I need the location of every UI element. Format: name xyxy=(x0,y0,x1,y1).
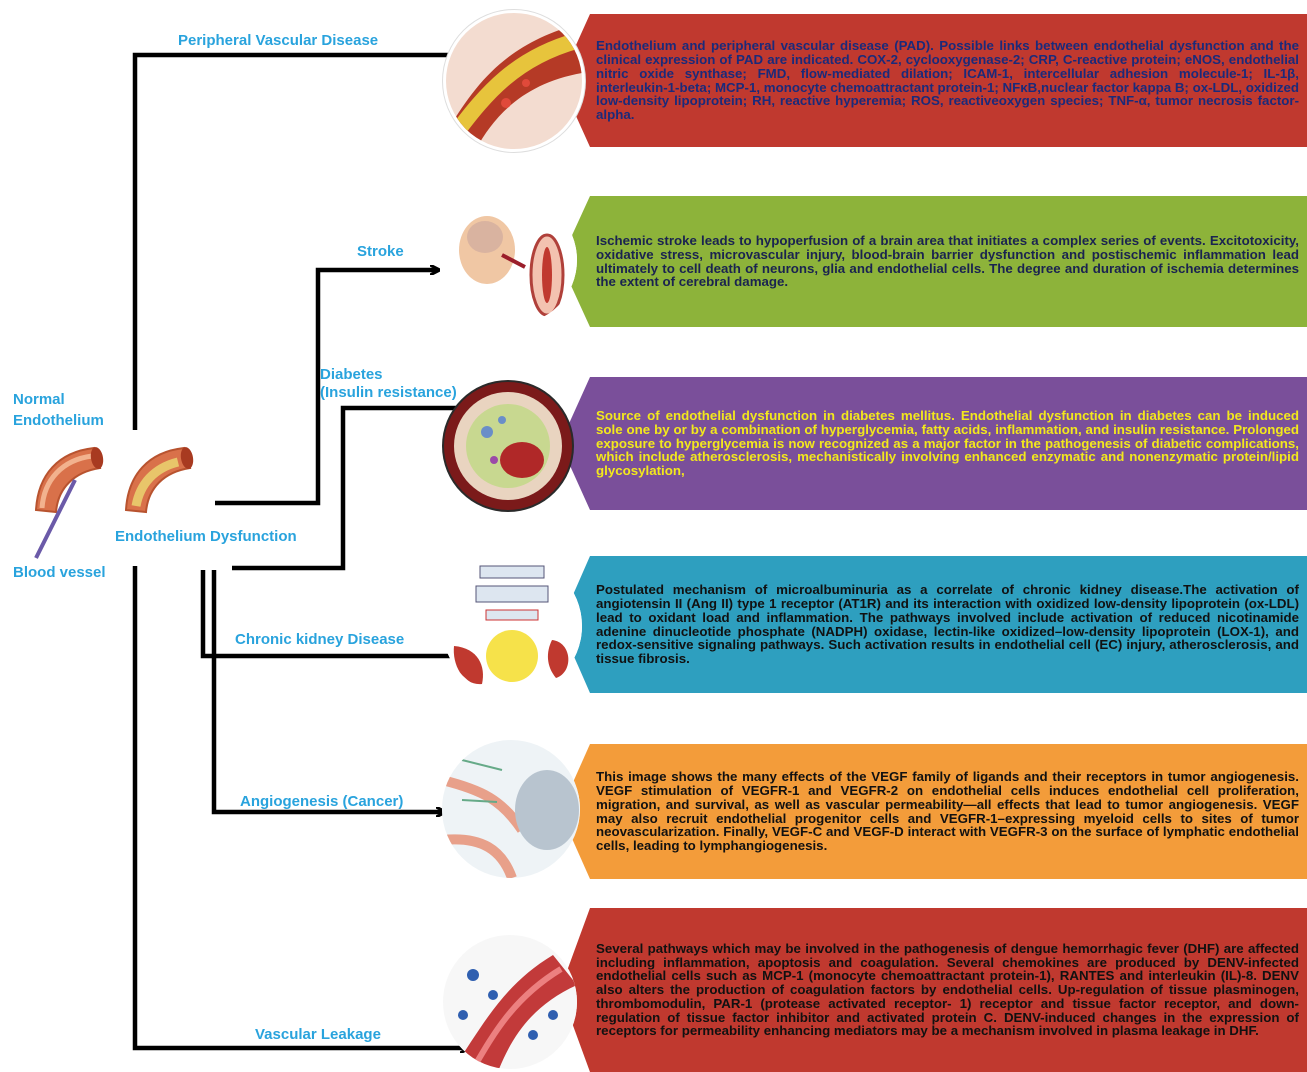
ckd-kidney-thumbnail xyxy=(442,556,582,696)
vascular-leakage-thumbnail xyxy=(443,935,577,1069)
branch-label-leak: Vascular Leakage xyxy=(255,1026,381,1043)
endothelium-dysfunction-label: Endothelium Dysfunction xyxy=(115,528,297,545)
branch-label-pad: Peripheral Vascular Disease xyxy=(178,32,379,49)
branch-label-ckd: Chronic kidney Disease xyxy=(235,631,405,648)
dysfunction-vessel-illustration xyxy=(124,446,194,514)
blood-vessel-label: Blood vessel xyxy=(13,564,106,581)
info-text-leak: Several pathways which may be involved i… xyxy=(596,941,1299,1039)
info-box-diabetes: Source of endothelial dysfunction in dia… xyxy=(560,377,1307,510)
line-stroke xyxy=(215,270,438,506)
branch-label-angio: Angiogenesis (Cancer) xyxy=(240,793,404,810)
blood-vessel-pointer xyxy=(34,479,77,559)
diabetes-cell-thumbnail xyxy=(442,380,574,512)
info-text-diabetes: Source of endothelial dysfunction in dia… xyxy=(596,408,1299,479)
line-diabetes xyxy=(232,408,468,571)
line-angio xyxy=(211,570,444,812)
info-box-pad: Endothelium and peripheral vascular dise… xyxy=(560,14,1307,147)
angiogenesis-thumbnail xyxy=(442,740,580,878)
stroke-brain-thumbnail xyxy=(447,195,577,325)
info-text-angio: This image shows the many effects of the… xyxy=(596,769,1299,853)
normal-vessel-illustration xyxy=(34,446,104,514)
line-leak xyxy=(132,566,468,1048)
info-text-ckd: Postulated mechanism of microalbuminuria… xyxy=(596,582,1299,666)
normal-endothelium-label: Normal Endothelium xyxy=(13,391,104,429)
line-ckd xyxy=(200,570,460,656)
info-box-ckd: Postulated mechanism of microalbuminuria… xyxy=(560,556,1307,693)
info-box-angio: This image shows the many effects of the… xyxy=(560,744,1307,879)
branch-label-stroke: Stroke xyxy=(357,243,404,260)
info-box-leak: Several pathways which may be involved i… xyxy=(560,908,1307,1072)
info-text-stroke: Ischemic stroke leads to hypoperfusion o… xyxy=(596,233,1299,290)
pad-artery-thumbnail xyxy=(443,10,585,152)
info-box-stroke: Ischemic stroke leads to hypoperfusion o… xyxy=(560,196,1307,327)
branch-label-diabetes: Diabetes (Insulin resistance) xyxy=(320,366,457,401)
line-pad xyxy=(132,55,462,430)
info-text-pad: Endothelium and peripheral vascular dise… xyxy=(596,38,1299,122)
